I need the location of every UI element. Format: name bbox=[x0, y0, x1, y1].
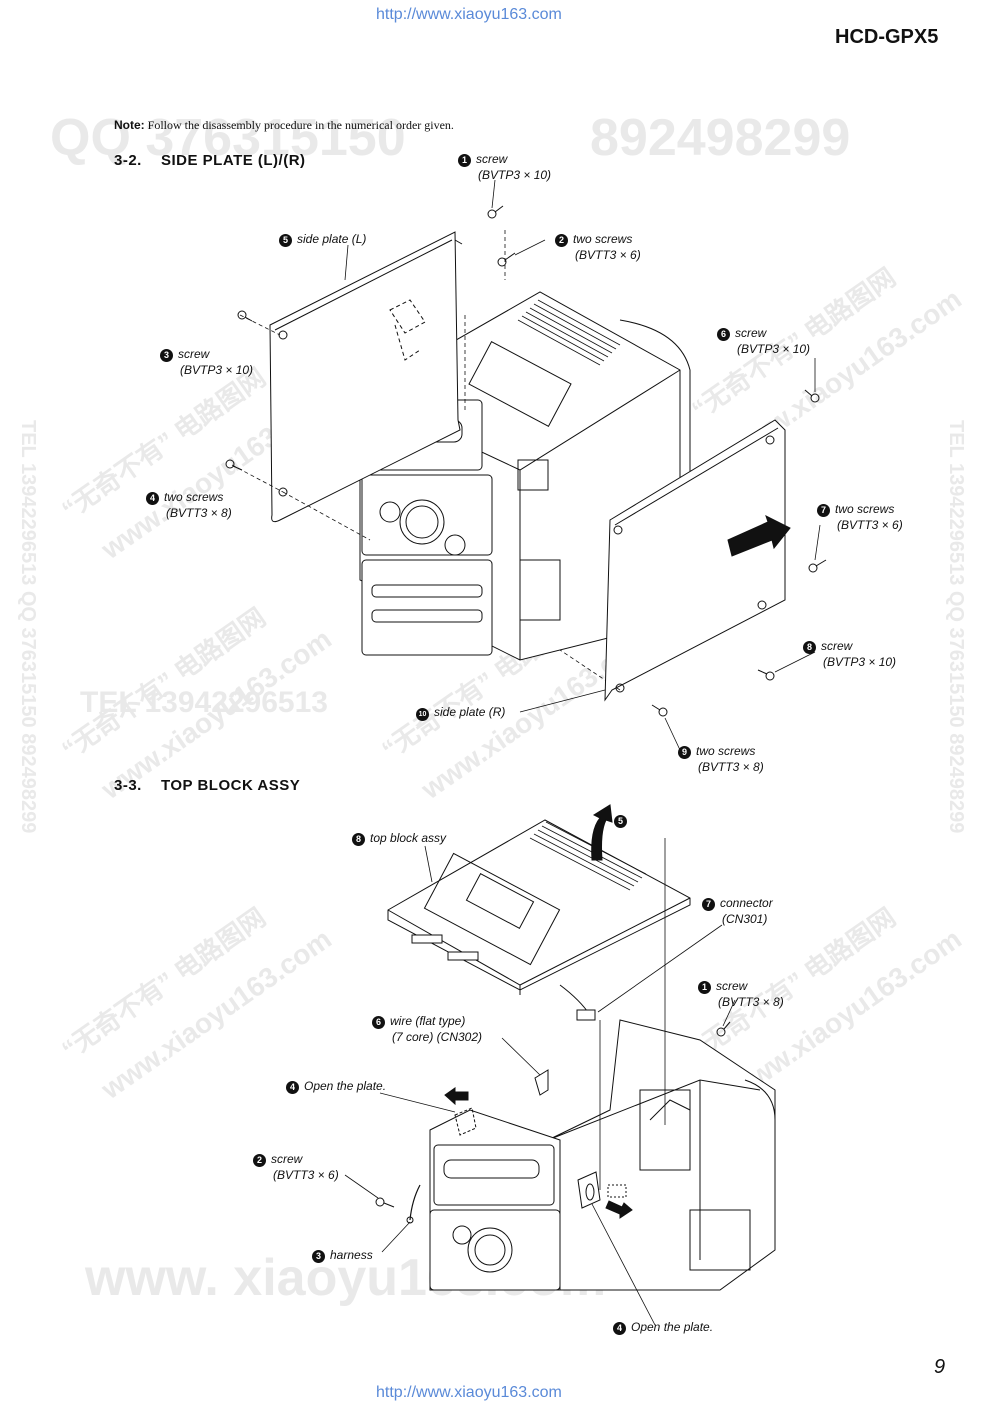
screw-icon bbox=[497, 252, 516, 267]
top-block-diagram bbox=[344, 804, 776, 1326]
bottom-url-link[interactable]: http://www.xiaoyu163.com bbox=[376, 1384, 562, 1401]
watermark-qq-number: 892498299 bbox=[590, 109, 850, 167]
side-plate-diagram bbox=[225, 179, 827, 751]
watermark-qq: QQ 376315150 bbox=[50, 109, 406, 167]
screw-icon bbox=[804, 389, 820, 403]
note-text: Follow the disassembly procedure in the … bbox=[147, 118, 454, 132]
model-number: HCD-GPX5 bbox=[835, 26, 939, 48]
section-heading-top-block: 3-3. TOP BLOCK ASSY bbox=[114, 777, 300, 794]
screw-icons-lower bbox=[375, 1021, 731, 1208]
watermark-side-right: TEL 13942296513 QQ 376315150 892498299 bbox=[945, 420, 967, 833]
section-heading-side-plate: 3-2. SIDE PLATE (L)/(R) bbox=[114, 152, 306, 169]
note-label: Note: bbox=[114, 118, 145, 132]
callout-lift-5: 5 bbox=[614, 812, 632, 828]
screw-icon bbox=[375, 1197, 395, 1208]
screw-icon bbox=[757, 669, 775, 681]
watermark-tel: TEL 13942296513 bbox=[80, 686, 328, 719]
unit-chassis-lower bbox=[429, 1019, 776, 1291]
note-line: Note: Follow the disassembly procedure i… bbox=[114, 118, 454, 133]
section-number: 3-2. bbox=[114, 152, 142, 169]
side-plate-right bbox=[604, 419, 786, 702]
screw-icon bbox=[225, 459, 243, 471]
screw-icons bbox=[225, 205, 827, 717]
slide-arrow-icon bbox=[727, 515, 791, 557]
section-title: SIDE PLATE (L)/(R) bbox=[161, 152, 306, 169]
screw-icon bbox=[651, 704, 668, 717]
lift-arrow-icon bbox=[591, 804, 613, 861]
section-number: 3-3. bbox=[114, 777, 142, 794]
side-plate-left bbox=[269, 231, 463, 523]
watermark-side-left: TEL 13942296513 QQ 376315150 892498299 bbox=[17, 420, 39, 833]
section-title: TOP BLOCK ASSY bbox=[161, 777, 301, 794]
open-arrow-icon-1 bbox=[444, 1087, 469, 1106]
open-arrow-icon-2 bbox=[605, 1200, 633, 1219]
screw-icon bbox=[716, 1021, 731, 1037]
top-block-assy bbox=[387, 819, 691, 1021]
screw-icon bbox=[237, 310, 253, 322]
screw-icon bbox=[487, 205, 504, 219]
screw-icon bbox=[808, 559, 827, 573]
page-number: 9 bbox=[934, 1356, 946, 1378]
top-url-link[interactable]: http://www.xiaoyu163.com bbox=[376, 6, 562, 23]
